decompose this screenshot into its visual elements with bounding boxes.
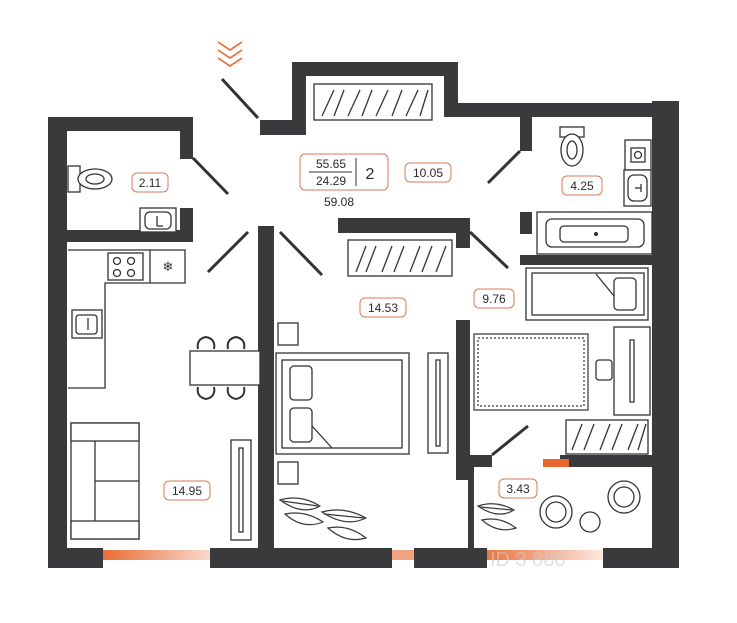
entrance-arrow-icon: [217, 41, 243, 67]
svg-text:9.76: 9.76: [482, 292, 506, 306]
armchair-icon: [539, 480, 641, 533]
walls: [48, 62, 679, 568]
room-labels: 2.11 10.05 4.25 14.53 9.76 14.95 3.43: [131, 162, 603, 501]
bathtub-icon: [536, 211, 653, 255]
svg-text:❄: ❄: [163, 260, 174, 275]
plant-icon: [278, 497, 368, 541]
svg-text:10.05: 10.05: [413, 166, 443, 180]
svg-text:14.53: 14.53: [368, 301, 398, 315]
living-area-value: 55.65: [316, 157, 346, 171]
kitchen-sink-icon: [71, 309, 103, 339]
room-count: 2: [366, 166, 375, 183]
bedroom-tv-icon: [427, 352, 449, 454]
bath-sink-icon: [623, 169, 652, 207]
washing-machine-icon: [624, 139, 652, 171]
kitchen-counter: [68, 249, 186, 389]
fridge-snowflake-icon: ❄: [163, 260, 174, 275]
windows: [103, 459, 603, 560]
wardrobes: [313, 83, 649, 455]
area-summary: 55.65 24.29 2 59.08: [299, 153, 389, 209]
room-label-bedroom: 14.53: [359, 297, 407, 318]
total-area-value: 59.08: [324, 195, 354, 209]
svg-text:14.95: 14.95: [172, 484, 202, 498]
rug-icon: [473, 333, 589, 411]
desk-icon: [595, 326, 651, 416]
watermark: ID 3 880: [490, 549, 566, 571]
bed-icon: [275, 322, 410, 485]
svg-text:3.43: 3.43: [506, 482, 530, 496]
dining-table-icon: [189, 335, 261, 401]
room-label-kitchen-living: 14.95: [163, 480, 211, 501]
svg-text:4.25: 4.25: [570, 179, 594, 193]
sofa-icon: [70, 422, 140, 540]
room-label-kids-room: 9.76: [473, 288, 515, 309]
svg-text:2.11: 2.11: [139, 176, 162, 190]
sink-icon: [139, 207, 177, 233]
tv-stand-icon: [230, 439, 252, 541]
balcony-plant-icon: [476, 503, 518, 531]
room-label-balcony: 3.43: [498, 478, 538, 499]
bathroom-toilet-icon: [559, 126, 585, 167]
total-area-alt-value: 24.29: [316, 174, 346, 188]
room-label-bathroom: 4.25: [561, 175, 603, 196]
stove-icon: [107, 252, 144, 281]
doors: [191, 77, 529, 457]
room-label-hall: 10.05: [404, 162, 452, 183]
room-label-wc: 2.11: [131, 172, 169, 193]
toilet-icon: [67, 165, 113, 193]
single-bed-icon: [525, 267, 649, 321]
